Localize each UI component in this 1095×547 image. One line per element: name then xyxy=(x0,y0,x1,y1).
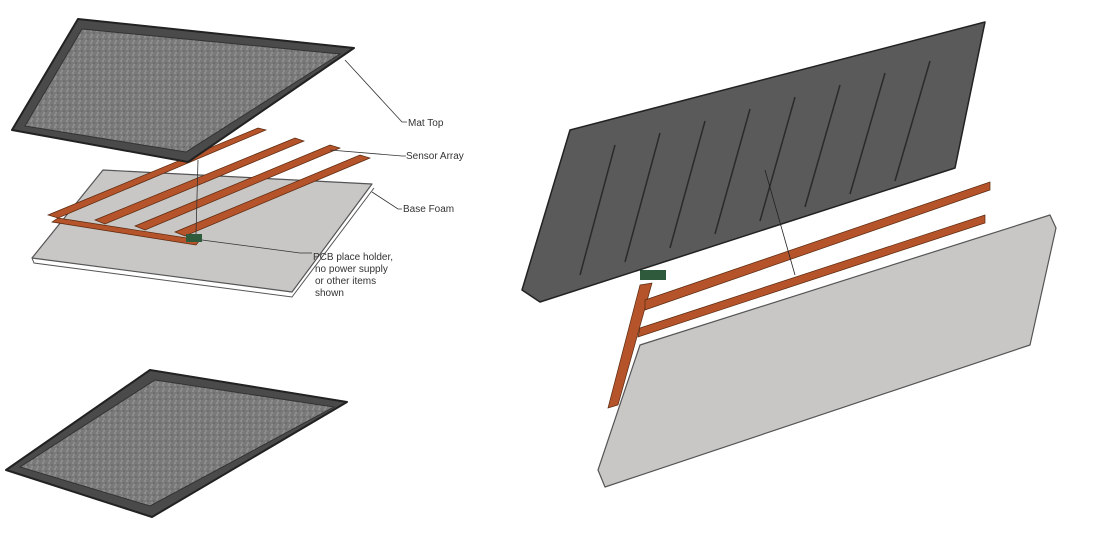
leader-lines xyxy=(195,59,407,254)
mat-top xyxy=(11,18,355,163)
sensor-array xyxy=(46,127,372,246)
label-pcb-3: or other items xyxy=(315,276,376,287)
right-mat-top xyxy=(521,21,986,303)
label-pcb-4: shown xyxy=(315,288,344,299)
assembled-mat xyxy=(5,369,348,518)
label-base-foam: Base Foam xyxy=(403,204,454,215)
right-base-foam xyxy=(597,214,1057,488)
right-pcb xyxy=(640,270,666,280)
label-mat-top: Mat Top xyxy=(408,118,444,129)
base-foam xyxy=(31,169,375,298)
pcb-placeholder xyxy=(186,234,202,242)
right-sensor-array xyxy=(607,181,991,409)
label-pcb-2: no power supply xyxy=(315,264,388,275)
label-pcb-1: PCB place holder, xyxy=(313,252,393,263)
label-sensor-array: Sensor Array xyxy=(406,151,464,162)
